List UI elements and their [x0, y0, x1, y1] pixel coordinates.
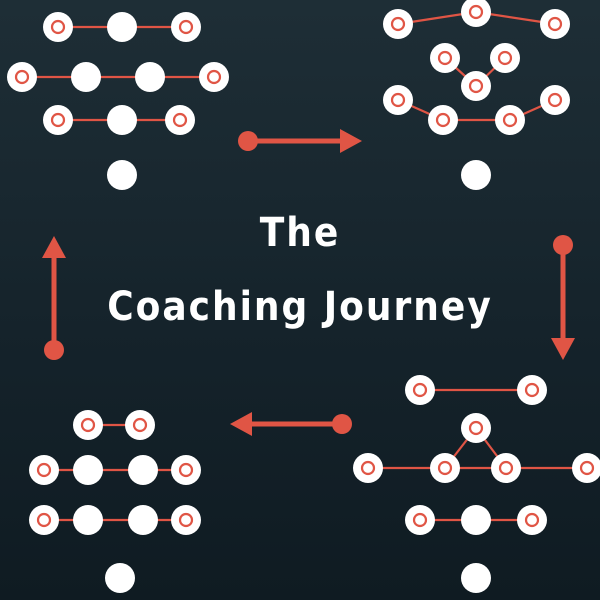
arrow-tail-dot — [44, 340, 64, 360]
player-dot — [572, 453, 600, 483]
player-dot — [461, 0, 491, 27]
player-dot — [517, 505, 547, 535]
player-marker — [50, 19, 66, 35]
arrow-right-icon — [238, 129, 362, 153]
player-dot — [128, 455, 158, 485]
player-dot — [199, 62, 229, 92]
player-marker — [412, 382, 428, 398]
player-marker — [390, 92, 406, 108]
arrow-tail-dot — [238, 131, 258, 151]
arrow-head — [230, 412, 252, 436]
player-marker — [206, 69, 222, 85]
player-marker — [524, 382, 540, 398]
player-marker — [497, 50, 513, 66]
player-dot — [171, 12, 201, 42]
player-dot — [540, 85, 570, 115]
player-marker — [468, 4, 484, 20]
arrow-tail-dot — [553, 235, 573, 255]
player-marker — [579, 460, 595, 476]
player-marker — [80, 417, 96, 433]
arrow-down-icon — [551, 235, 575, 360]
player-marker — [178, 19, 194, 35]
player-dot — [517, 375, 547, 405]
player-dot — [461, 563, 491, 593]
title-line-2: Coaching Journey — [107, 284, 493, 330]
top-right-formation-diagram — [383, 0, 570, 190]
player-dot — [430, 453, 460, 483]
player-marker — [547, 16, 563, 32]
player-dot — [125, 410, 155, 440]
player-dot — [461, 505, 491, 535]
page-title: The Coaching Journey — [0, 196, 600, 344]
player-dot — [405, 375, 435, 405]
player-dot — [428, 105, 458, 135]
player-dot — [43, 12, 73, 42]
player-marker — [132, 417, 148, 433]
player-dot — [71, 62, 101, 92]
player-dot — [383, 9, 413, 39]
player-dot — [461, 160, 491, 190]
player-marker — [14, 69, 30, 85]
player-dot — [43, 105, 73, 135]
player-dot — [490, 43, 520, 73]
player-marker — [172, 112, 188, 128]
arrow-tail-dot — [332, 414, 352, 434]
player-marker — [178, 462, 194, 478]
player-marker — [468, 78, 484, 94]
player-dot — [461, 71, 491, 101]
player-dot — [107, 160, 137, 190]
player-dot — [29, 455, 59, 485]
player-marker — [437, 460, 453, 476]
title-line-1: The — [259, 210, 341, 256]
player-marker — [437, 50, 453, 66]
player-dot — [430, 43, 460, 73]
player-dot — [107, 105, 137, 135]
player-marker — [360, 460, 376, 476]
player-dot — [405, 505, 435, 535]
player-dot — [540, 9, 570, 39]
player-marker — [178, 512, 194, 528]
arrow-head — [340, 129, 362, 153]
player-dot — [461, 413, 491, 443]
player-dot — [171, 505, 201, 535]
player-marker — [36, 512, 52, 528]
player-marker — [502, 112, 518, 128]
player-marker — [50, 112, 66, 128]
player-dot — [73, 410, 103, 440]
player-marker — [412, 512, 428, 528]
player-dot — [107, 12, 137, 42]
player-marker — [36, 462, 52, 478]
player-dot — [29, 505, 59, 535]
player-dot — [73, 505, 103, 535]
bottom-right-formation-diagram — [353, 375, 600, 593]
arrow-head — [551, 338, 575, 360]
player-dot — [105, 563, 135, 593]
player-marker — [468, 420, 484, 436]
player-dot — [128, 505, 158, 535]
player-marker — [390, 16, 406, 32]
player-dot — [383, 85, 413, 115]
arrow-left-icon — [230, 412, 352, 436]
arrow-up-icon — [42, 236, 66, 360]
player-dot — [7, 62, 37, 92]
bottom-left-formation-diagram — [29, 410, 201, 593]
player-dot — [135, 62, 165, 92]
player-dot — [495, 105, 525, 135]
player-dot — [73, 455, 103, 485]
player-dot — [171, 455, 201, 485]
top-left-formation-diagram — [7, 12, 229, 190]
player-dot — [165, 105, 195, 135]
arrow-head — [42, 236, 66, 258]
player-marker — [498, 460, 514, 476]
player-dot — [491, 453, 521, 483]
player-dot — [353, 453, 383, 483]
player-marker — [435, 112, 451, 128]
player-marker — [547, 92, 563, 108]
player-marker — [524, 512, 540, 528]
